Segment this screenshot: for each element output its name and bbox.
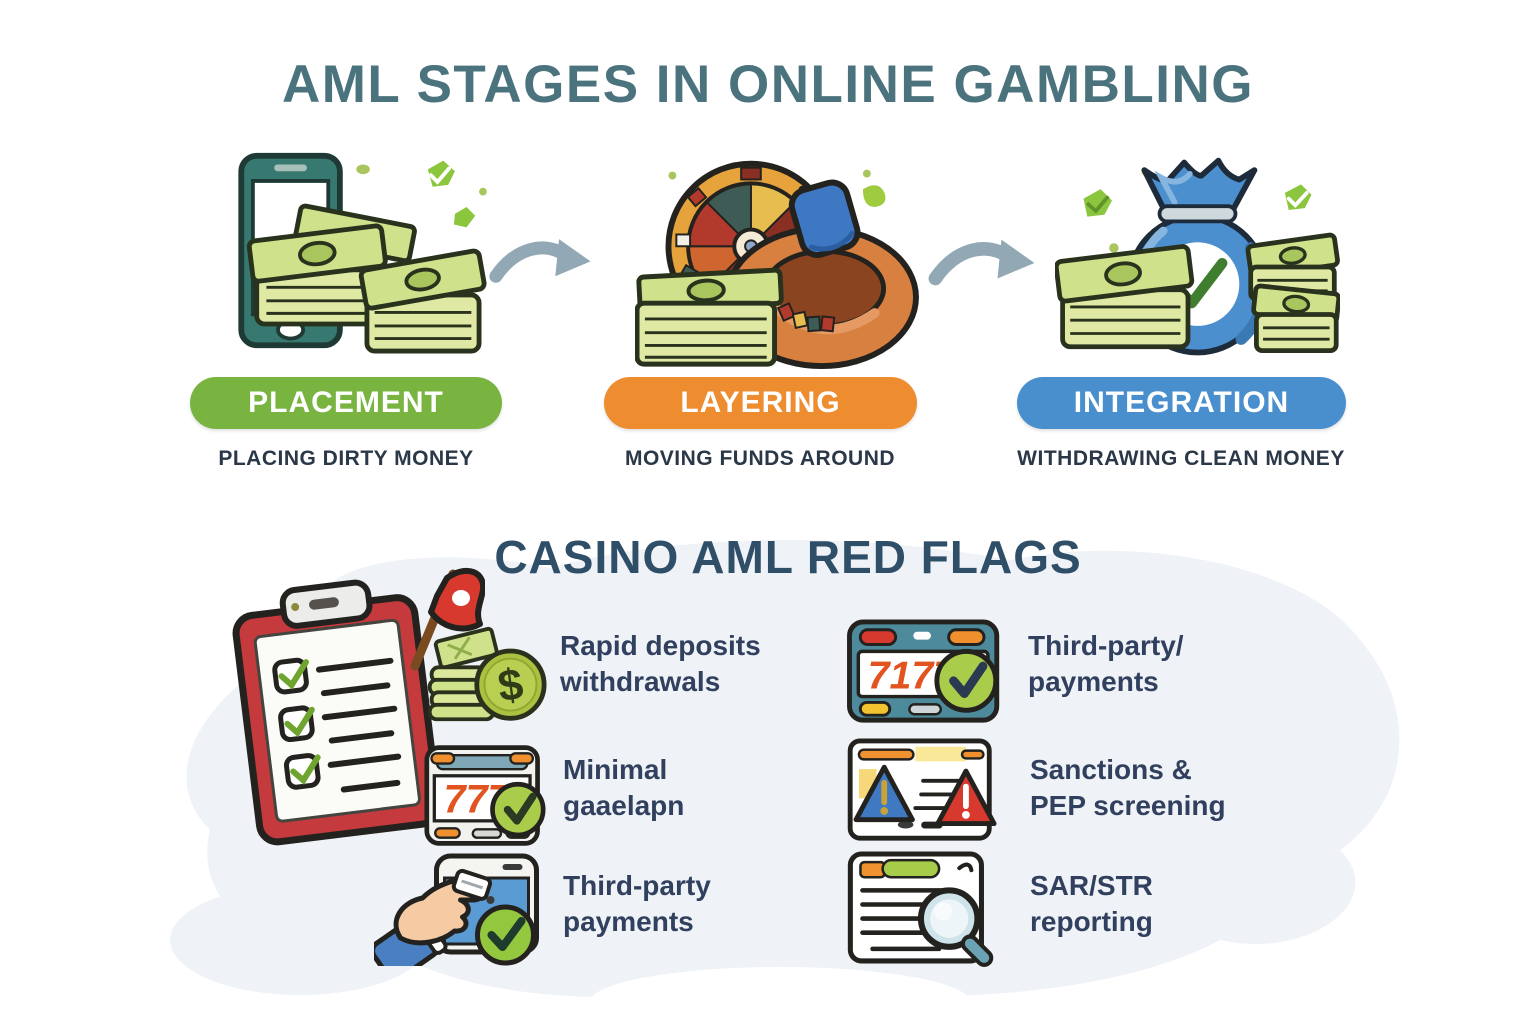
placement-pill: PLACEMENT [190,377,502,429]
layering-caption: MOVING FUNDS AROUND [624,447,896,470]
flag-item-label: SAR/STR reporting [1030,870,1153,937]
integration-pill: INTEGRATION [1017,377,1346,429]
red-flags-title: CASINO AML RED FLAGS [494,531,1082,583]
layering-pill: LAYERING [604,377,917,429]
document-warning-triangles-icon [847,738,997,841]
placement-caption: PLACING DIRTY MONEY [218,447,474,470]
slot-machine-check-icon: 7177 [847,619,1000,723]
slot-machine-check-icon: 777 [424,745,546,846]
integration-caption: WITHDRAWING CLEAN MONEY [1017,447,1345,470]
document-magnifier-icon [847,851,994,967]
flag-item-label: Third-party payments [563,870,711,937]
hand-card-check-icon [374,853,539,966]
flag-item-label: Third-party/ payments [1028,630,1184,697]
flag-item-label: Rapid deposits withdrawals [560,630,761,697]
flag-item-label: Minimal gaaelapn [563,754,685,821]
money-bag-with-check-icon [1055,157,1340,356]
flow-arrow-icon [928,239,1035,286]
roulette-wheel-with-cash-icon [635,160,919,370]
phone-with-cash-icon [238,152,487,354]
flow-arrow-icon [489,239,591,283]
flag-item-label: Sanctions & PEP screening [1030,754,1226,821]
red-flag-clipboard-icon [232,567,485,846]
page-title: AML STAGES IN ONLINE GAMBLING [282,55,1254,114]
dollar-coins-icon: $ [427,626,547,722]
